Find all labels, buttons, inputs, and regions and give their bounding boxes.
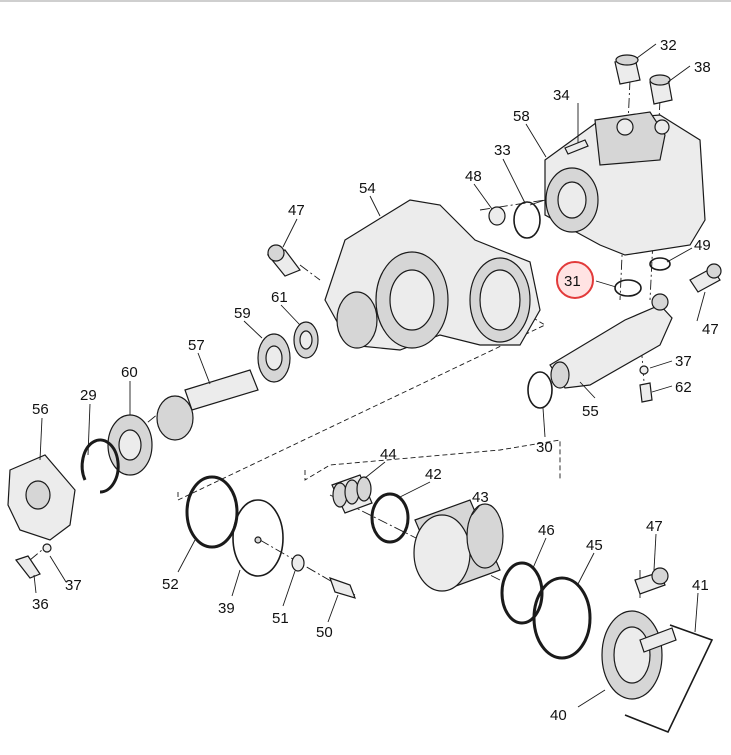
screw-36 — [15, 555, 41, 579]
bearing-59 — [257, 333, 291, 383]
screw-62 — [639, 382, 653, 403]
pump-assembly — [529, 111, 706, 256]
circlip-29 — [80, 438, 120, 494]
label-40: 40 — [550, 707, 567, 724]
shaft-57 — [156, 369, 259, 441]
bushing-48 — [488, 206, 506, 226]
bolt-50 — [329, 577, 356, 599]
label-34: 34 — [553, 87, 570, 104]
label-47-right: 47 — [702, 321, 719, 338]
breather-47-right — [689, 263, 722, 293]
oring-42 — [370, 492, 410, 544]
label-36: 36 — [32, 596, 49, 613]
label-30: 30 — [536, 439, 553, 456]
gasket-52 — [185, 475, 239, 549]
label-50: 50 — [316, 624, 333, 641]
label-45: 45 — [586, 537, 603, 554]
label-32: 32 — [660, 37, 677, 54]
label-41: 41 — [692, 577, 709, 594]
bearing-60 — [107, 414, 153, 476]
label-37-left: 37 — [65, 577, 82, 594]
callout-labels: 32 38 34 58 33 48 54 47 49 31 61 59 57 6… — [32, 37, 719, 724]
label-31-highlighted: 31 — [564, 273, 581, 290]
label-57: 57 — [188, 337, 205, 354]
breather-47-left — [266, 244, 301, 277]
label-61: 61 — [271, 289, 288, 306]
housing-54 — [324, 199, 541, 351]
label-58: 58 — [513, 108, 530, 125]
valve-44 — [331, 474, 373, 514]
label-62: 62 — [675, 379, 692, 396]
plate-39 — [232, 499, 284, 577]
label-46: 46 — [538, 522, 555, 539]
reference-boxes — [177, 309, 561, 501]
filter-43 — [413, 499, 504, 592]
fitting-38 — [649, 74, 673, 105]
label-55: 55 — [582, 403, 599, 420]
washer-37-left — [42, 543, 52, 553]
label-29: 29 — [80, 387, 97, 404]
highlight-circle-31 — [556, 261, 594, 299]
label-38: 38 — [694, 59, 711, 76]
label-39: 39 — [218, 600, 235, 617]
top-divider — [0, 0, 731, 2]
oring-46 — [500, 561, 544, 625]
label-37-right: 37 — [675, 353, 692, 370]
handle-41 — [624, 624, 714, 734]
label-51: 51 — [272, 610, 289, 627]
oring-31 — [614, 279, 642, 297]
leader-lines — [33, 43, 706, 708]
label-56: 56 — [32, 401, 49, 418]
label-47-left: 47 — [288, 202, 305, 219]
washer-37-right — [639, 365, 649, 375]
pipe-55 — [549, 293, 673, 389]
label-60: 60 — [121, 364, 138, 381]
fitting-32 — [614, 54, 641, 85]
label-49: 49 — [694, 237, 711, 254]
seal-61 — [293, 321, 319, 359]
label-44: 44 — [380, 446, 397, 463]
label-54: 54 — [359, 180, 376, 197]
label-59: 59 — [234, 305, 251, 322]
label-42: 42 — [425, 466, 442, 483]
oring-49 — [649, 257, 671, 271]
end-cap-40 — [601, 610, 677, 700]
label-48: 48 — [465, 168, 482, 185]
label-52: 52 — [162, 576, 179, 593]
label-43: 43 — [472, 489, 489, 506]
label-33: 33 — [494, 142, 511, 159]
label-47-lower: 47 — [646, 518, 663, 535]
washer-51 — [291, 554, 305, 572]
oring-33 — [513, 201, 541, 239]
cover-56 — [7, 454, 76, 541]
oring-30 — [527, 371, 553, 409]
breather-47-lower — [634, 567, 669, 595]
oring-45 — [532, 576, 592, 660]
